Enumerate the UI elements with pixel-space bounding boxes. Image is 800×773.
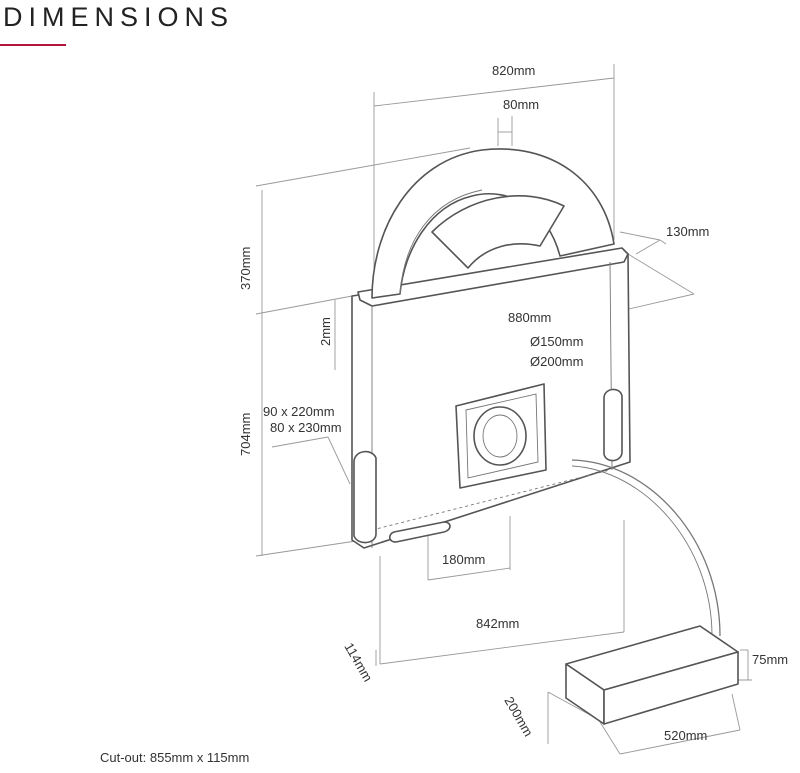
- label-width-bottom: 842mm: [476, 616, 519, 631]
- label-arc-width: 80mm: [503, 97, 539, 112]
- cable: [571, 459, 721, 637]
- label-handle-size-2: 80 x 230mm: [270, 420, 342, 435]
- cutout-note: Cut-out: 855mm x 115mm: [100, 750, 250, 765]
- label-diam-outer: Ø200mm: [530, 354, 583, 369]
- label-side-depth: 130mm: [666, 224, 709, 239]
- cable-inner: [571, 465, 713, 637]
- hood-arch: [371, 148, 615, 299]
- fan-plate: [455, 383, 547, 489]
- title-underline: [0, 44, 66, 46]
- label-box-depth: 200mm: [501, 694, 536, 739]
- handles: [353, 388, 623, 544]
- label-depth: 880mm: [508, 310, 551, 325]
- label-box-height: 75mm: [752, 652, 788, 667]
- label-diam-inner: Ø150mm: [530, 334, 583, 349]
- label-slot: 180mm: [442, 552, 485, 567]
- label-height-upper: 370mm: [238, 247, 253, 290]
- label-gap: 2mm: [318, 317, 333, 346]
- motor-box: [565, 625, 739, 725]
- label-handle-size-1: 90 x 220mm: [263, 404, 335, 419]
- label-width-top: 820mm: [492, 63, 535, 78]
- label-height-lower: 704mm: [238, 413, 253, 456]
- label-box-width: 520mm: [664, 728, 707, 743]
- label-base-depth: 114mm: [341, 640, 375, 684]
- page-title: DIMENSIONS: [3, 2, 235, 32]
- dimension-lines: [255, 64, 752, 755]
